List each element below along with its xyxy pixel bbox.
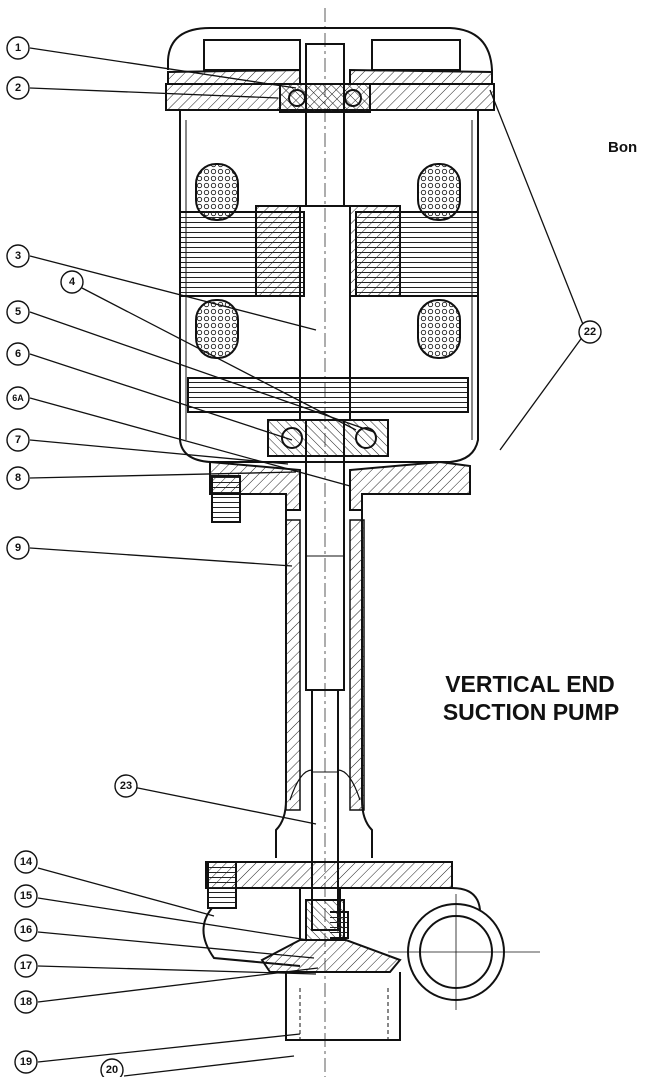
callout-16: 16 bbox=[14, 918, 38, 942]
pump-casing bbox=[202, 861, 540, 1041]
top-bearing bbox=[279, 83, 371, 113]
svg-text:19: 19 bbox=[20, 1056, 32, 1068]
callout-7: 7 bbox=[6, 428, 30, 452]
callout-15: 15 bbox=[14, 884, 38, 908]
motor-assembly bbox=[165, 27, 495, 523]
fan-cover bbox=[167, 27, 493, 84]
svg-text:6: 6 bbox=[15, 348, 21, 360]
svg-text:6A: 6A bbox=[12, 393, 24, 403]
svg-text:16: 16 bbox=[20, 924, 32, 936]
svg-text:2: 2 bbox=[15, 82, 21, 94]
svg-text:20: 20 bbox=[106, 1064, 118, 1076]
svg-text:5: 5 bbox=[15, 306, 21, 318]
title-line-1: VERTICAL END bbox=[445, 671, 615, 697]
svg-text:15: 15 bbox=[20, 890, 32, 902]
callout-14: 14 bbox=[14, 850, 38, 874]
leader-lines bbox=[29, 47, 587, 1077]
svg-text:14: 14 bbox=[20, 856, 33, 868]
svg-text:9: 9 bbox=[15, 542, 21, 554]
callout-8: 8 bbox=[6, 466, 30, 490]
winding-top-left bbox=[195, 163, 239, 221]
flange-bolt bbox=[211, 475, 241, 523]
svg-text:18: 18 bbox=[20, 996, 32, 1008]
svg-text:7: 7 bbox=[15, 434, 21, 446]
pump-column bbox=[275, 510, 373, 858]
impeller bbox=[260, 939, 402, 973]
callout-1: 1 bbox=[6, 36, 30, 60]
callout-18: 18 bbox=[14, 990, 38, 1014]
callout-4: 4 bbox=[60, 270, 84, 294]
callout-5: 5 bbox=[6, 300, 30, 324]
callout-6a: 6A bbox=[6, 386, 30, 410]
svg-text:17: 17 bbox=[20, 960, 32, 972]
svg-text:3: 3 bbox=[15, 250, 21, 262]
suction-inlet bbox=[285, 972, 401, 1041]
lower-bearing bbox=[267, 419, 389, 457]
fan-blade-left bbox=[203, 39, 301, 71]
callout-22: 22 bbox=[578, 320, 602, 344]
rotor bbox=[255, 205, 401, 297]
callout-23: 23 bbox=[114, 774, 138, 798]
callout-17: 17 bbox=[14, 954, 38, 978]
callout-20: 20 bbox=[100, 1058, 124, 1077]
corner-label: Bon bbox=[608, 139, 637, 156]
winding-bot-right bbox=[417, 299, 461, 359]
svg-text:23: 23 bbox=[120, 780, 132, 792]
callout-3: 3 bbox=[6, 244, 30, 268]
svg-text:4: 4 bbox=[69, 276, 76, 288]
fan-blade-right bbox=[371, 39, 461, 71]
callout-2: 2 bbox=[6, 76, 30, 100]
callout-19: 19 bbox=[14, 1050, 38, 1074]
callout-6: 6 bbox=[6, 342, 30, 366]
callout-9: 9 bbox=[6, 536, 30, 560]
casing-bolt bbox=[207, 861, 237, 909]
svg-text:8: 8 bbox=[15, 472, 21, 484]
title-line-2: SUCTION PUMP bbox=[443, 699, 619, 725]
winding-top-right bbox=[417, 163, 461, 221]
motor-housing bbox=[179, 110, 479, 463]
svg-text:22: 22 bbox=[584, 326, 596, 338]
svg-text:1: 1 bbox=[15, 42, 21, 54]
top-end-bell bbox=[167, 68, 493, 85]
